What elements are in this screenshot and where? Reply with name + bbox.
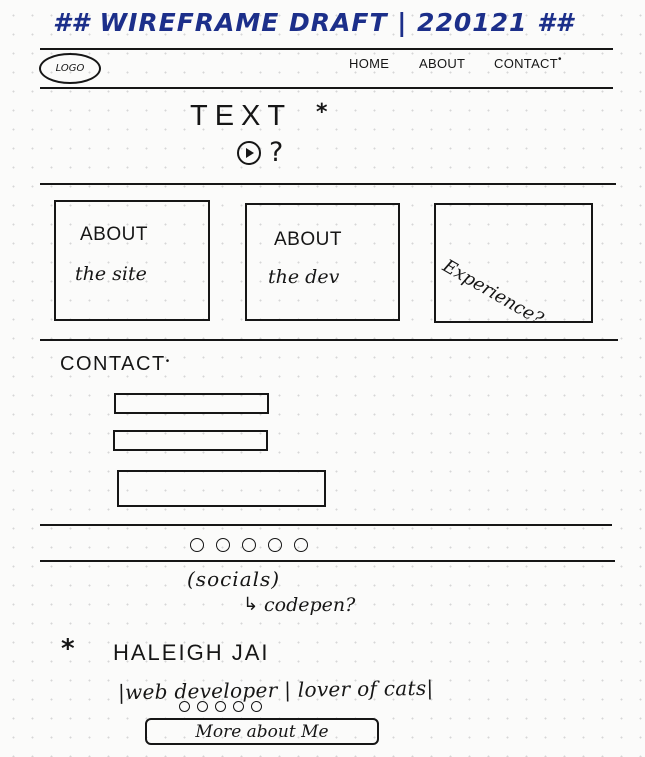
- bio-social-link-icon[interactable]: [215, 701, 226, 712]
- contact-message-field[interactable]: [117, 470, 326, 507]
- bio-social-links: [179, 701, 262, 712]
- bio-social-link-icon[interactable]: [197, 701, 208, 712]
- card-experience[interactable]: Experience?: [434, 203, 593, 330]
- contact-heading-label: CONTACT: [60, 353, 166, 375]
- social-link-icon[interactable]: [242, 538, 256, 552]
- more-about-me-button[interactable]: More about Me: [145, 718, 379, 745]
- socials-bottom-rule: [40, 560, 615, 562]
- hero-bottom-rule: [40, 183, 616, 185]
- play-button[interactable]: [237, 141, 261, 165]
- nav-contact[interactable]: CONTACT•: [494, 54, 562, 71]
- logo[interactable]: LOGO: [39, 53, 101, 84]
- hero-question-mark: ?: [269, 137, 284, 168]
- contact-bottom-rule: [40, 524, 612, 526]
- nav-contact-label: CONTACT: [494, 56, 558, 71]
- hero-asterisk: *: [316, 100, 328, 125]
- cards-bottom-rule: [40, 339, 618, 341]
- bio-social-link-icon[interactable]: [251, 701, 262, 712]
- contact-name-field[interactable]: [114, 393, 269, 414]
- codepen-note: codepen?: [264, 594, 356, 616]
- draft-title: ## WIREFRAME DRAFT | 220121 ##: [53, 8, 574, 37]
- social-link-icon[interactable]: [294, 538, 308, 552]
- social-link-icon[interactable]: [216, 538, 230, 552]
- card-about-site-subtitle: the site: [75, 263, 147, 285]
- card-about-site-title: ABOUT: [80, 224, 148, 245]
- card-about-dev[interactable]: ABOUT the dev: [245, 203, 400, 321]
- logo-text: LOGO: [55, 63, 85, 74]
- card-about-dev-subtitle: the dev: [268, 266, 340, 288]
- social-link-icon[interactable]: [190, 538, 204, 552]
- contact-heading-marker: •: [165, 356, 171, 367]
- card-about-site[interactable]: ABOUT the site: [54, 200, 210, 321]
- bio-social-link-icon[interactable]: [233, 701, 244, 712]
- nav-home[interactable]: HOME: [349, 56, 390, 71]
- socials-label: (socials): [187, 567, 281, 591]
- card-experience-label: Experience?: [438, 255, 547, 330]
- social-links: [190, 538, 308, 552]
- card-about-dev-title: ABOUT: [274, 229, 342, 250]
- contact-email-field[interactable]: [113, 430, 268, 451]
- arrow-icon: ↳: [243, 594, 259, 615]
- bio-name: HALEIGH JAI: [113, 640, 270, 665]
- bio-asterisk: *: [61, 634, 75, 664]
- header-top-rule: [40, 48, 613, 50]
- header-bottom-rule: [40, 87, 613, 89]
- bio-social-link-icon[interactable]: [179, 701, 190, 712]
- social-link-icon[interactable]: [268, 538, 282, 552]
- play-circle-icon: [246, 148, 254, 158]
- nav-about[interactable]: ABOUT: [419, 56, 466, 71]
- contact-heading: CONTACT•: [60, 353, 171, 376]
- bio-tagline: |web developer | lover of cats|: [117, 675, 434, 705]
- hero-text: TEXT: [190, 100, 293, 132]
- nav-contact-marker: •: [557, 54, 562, 65]
